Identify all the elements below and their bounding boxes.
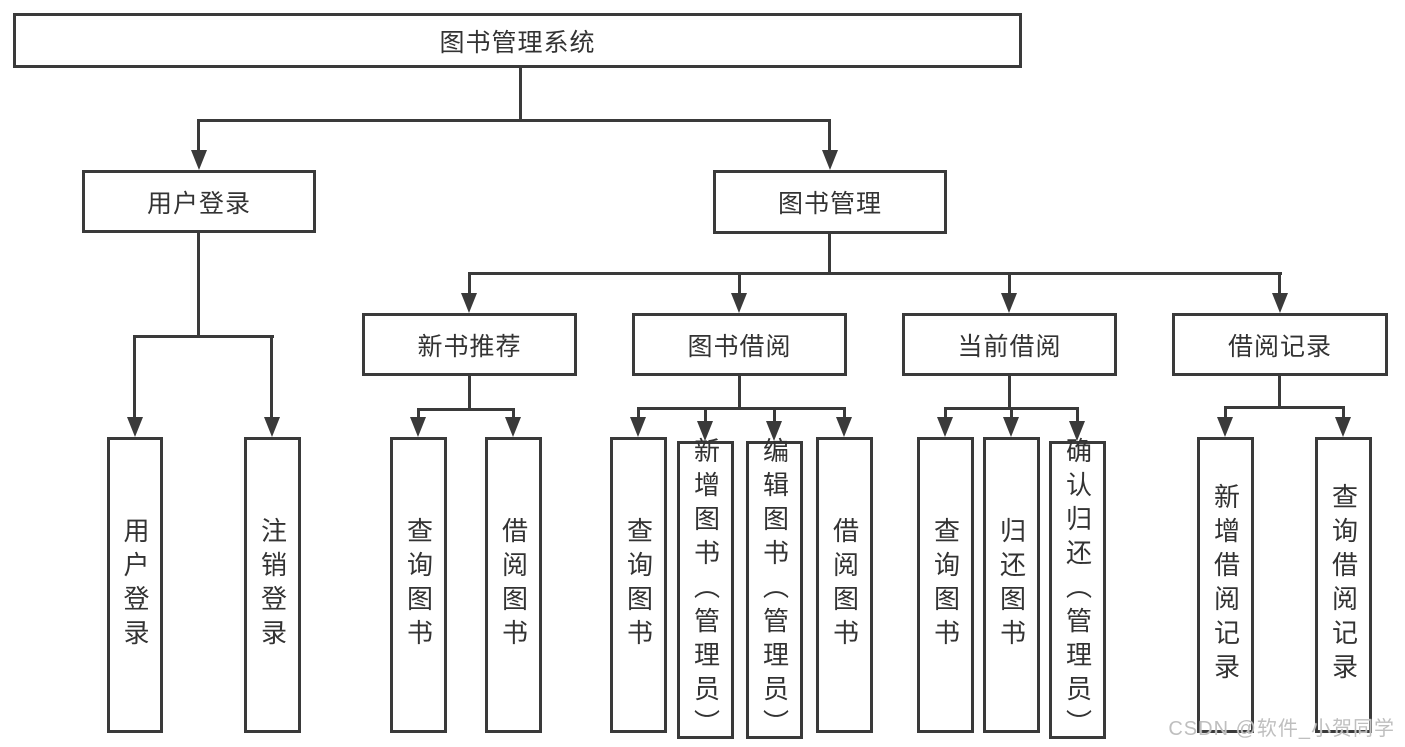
node-book-management: 图书管理 bbox=[713, 170, 947, 234]
arrowhead-down-icon bbox=[937, 417, 953, 437]
arrowhead-down-icon bbox=[505, 417, 521, 437]
leaf-confirm-return-admin: 确认归还（管理员） bbox=[1049, 437, 1106, 743]
connector-line bbox=[417, 408, 515, 411]
leaf-borrow-books: 借阅图书 bbox=[816, 437, 873, 733]
leaf-recommend-query-books-label: 查询图书 bbox=[403, 517, 434, 653]
leaf-current-query-books: 查询图书 bbox=[917, 437, 974, 733]
arrowhead-down-icon bbox=[410, 417, 426, 437]
node-root: 图书管理系统 bbox=[13, 13, 1022, 68]
arrowhead-down-icon bbox=[1217, 417, 1233, 437]
connector-line bbox=[738, 376, 741, 407]
leaf-borrow-books-label: 借阅图书 bbox=[829, 517, 860, 653]
arrowhead-down-icon bbox=[1335, 417, 1351, 437]
node-user-login: 用户登录 bbox=[82, 170, 316, 233]
csdn-watermark: CSDN @软件_小贺同学 bbox=[1168, 718, 1395, 740]
arrowhead-down-icon bbox=[836, 417, 852, 437]
node-book-management-label: 图书管理 bbox=[777, 190, 882, 218]
leaf-recommend-borrow-books-label: 借阅图书 bbox=[498, 517, 529, 653]
connector-line bbox=[1010, 407, 1013, 417]
connector-line bbox=[944, 407, 947, 417]
connector-line bbox=[1342, 406, 1345, 417]
leaf-add-books-admin-label: 新增图书（管理员） bbox=[690, 437, 721, 743]
connector-line bbox=[197, 233, 200, 335]
arrowhead-down-icon bbox=[1069, 421, 1085, 441]
leaf-return-books: 归还图书 bbox=[983, 437, 1040, 733]
leaf-add-books-admin: 新增图书（管理员） bbox=[677, 437, 734, 743]
leaf-return-books-label: 归还图书 bbox=[996, 517, 1027, 653]
arrowhead-down-icon bbox=[822, 150, 838, 170]
connector-line bbox=[468, 272, 471, 293]
connector-line bbox=[417, 408, 420, 417]
connector-line bbox=[738, 272, 741, 293]
connector-line bbox=[468, 376, 471, 408]
connector-line bbox=[512, 408, 515, 417]
leaf-user-login: 用户登录 bbox=[107, 437, 163, 733]
arrowhead-down-icon bbox=[461, 293, 477, 313]
connector-line bbox=[1076, 407, 1079, 421]
connector-line bbox=[519, 68, 522, 119]
connector-line bbox=[1008, 272, 1011, 293]
leaf-recommend-borrow-books: 借阅图书 bbox=[485, 437, 542, 733]
node-root-label: 图书管理系统 bbox=[439, 28, 596, 57]
node-book-borrowing: 图书借阅 bbox=[632, 313, 847, 376]
node-new-book-recommend-label: 新书推荐 bbox=[417, 332, 522, 361]
node-borrowing-records: 借阅记录 bbox=[1172, 313, 1388, 376]
leaf-confirm-return-admin-label: 确认归还（管理员） bbox=[1062, 437, 1093, 743]
arrowhead-down-icon bbox=[1272, 293, 1288, 313]
arrowhead-down-icon bbox=[1001, 293, 1017, 313]
arrowhead-down-icon bbox=[731, 293, 747, 313]
connector-line bbox=[1278, 272, 1281, 293]
arrowhead-down-icon bbox=[127, 417, 143, 437]
node-book-borrowing-label: 图书借阅 bbox=[687, 332, 792, 361]
leaf-query-borrow-record-label: 查询借阅记录 bbox=[1328, 483, 1359, 687]
connector-line bbox=[704, 407, 707, 421]
connector-line bbox=[270, 335, 273, 417]
leaf-query-borrow-record: 查询借阅记录 bbox=[1315, 437, 1372, 733]
arrowhead-down-icon bbox=[766, 421, 782, 441]
connector-line bbox=[828, 234, 831, 272]
node-user-login-label: 用户登录 bbox=[146, 189, 251, 218]
arrowhead-down-icon bbox=[264, 417, 280, 437]
leaf-edit-books-admin: 编辑图书（管理员） bbox=[746, 437, 803, 743]
arrowhead-down-icon bbox=[1003, 417, 1019, 437]
leaf-logout: 注销登录 bbox=[244, 437, 301, 733]
node-borrowing-records-label: 借阅记录 bbox=[1227, 332, 1332, 361]
arrowhead-down-icon bbox=[630, 417, 646, 437]
connector-line bbox=[1224, 406, 1227, 417]
connector-line bbox=[197, 119, 831, 122]
arrowhead-down-icon bbox=[191, 150, 207, 170]
leaf-borrow-query-books-label: 查询图书 bbox=[623, 517, 654, 653]
node-new-book-recommend: 新书推荐 bbox=[362, 313, 577, 376]
connector-line bbox=[637, 407, 846, 410]
leaf-current-query-books-label: 查询图书 bbox=[930, 517, 961, 653]
leaf-add-borrow-record: 新增借阅记录 bbox=[1197, 437, 1254, 733]
connector-line bbox=[843, 407, 846, 417]
connector-line bbox=[133, 335, 136, 417]
leaf-add-borrow-record-label: 新增借阅记录 bbox=[1210, 483, 1241, 687]
leaf-edit-books-admin-label: 编辑图书（管理员） bbox=[759, 437, 790, 743]
leaf-logout-label: 注销登录 bbox=[257, 517, 288, 653]
connector-line bbox=[1278, 376, 1281, 406]
leaf-recommend-query-books: 查询图书 bbox=[390, 437, 447, 733]
connector-line bbox=[1224, 406, 1345, 409]
node-current-borrowing: 当前借阅 bbox=[902, 313, 1117, 376]
connector-line bbox=[468, 272, 1282, 275]
node-current-borrowing-label: 当前借阅 bbox=[957, 332, 1062, 361]
connector-line bbox=[828, 119, 831, 150]
connector-line bbox=[773, 407, 776, 421]
leaf-borrow-query-books: 查询图书 bbox=[610, 437, 667, 733]
leaf-user-login-label: 用户登录 bbox=[120, 517, 150, 653]
connector-line bbox=[133, 335, 274, 338]
arrowhead-down-icon bbox=[697, 421, 713, 441]
connector-line bbox=[637, 407, 640, 417]
connector-line bbox=[197, 119, 200, 150]
connector-line bbox=[1008, 376, 1011, 407]
